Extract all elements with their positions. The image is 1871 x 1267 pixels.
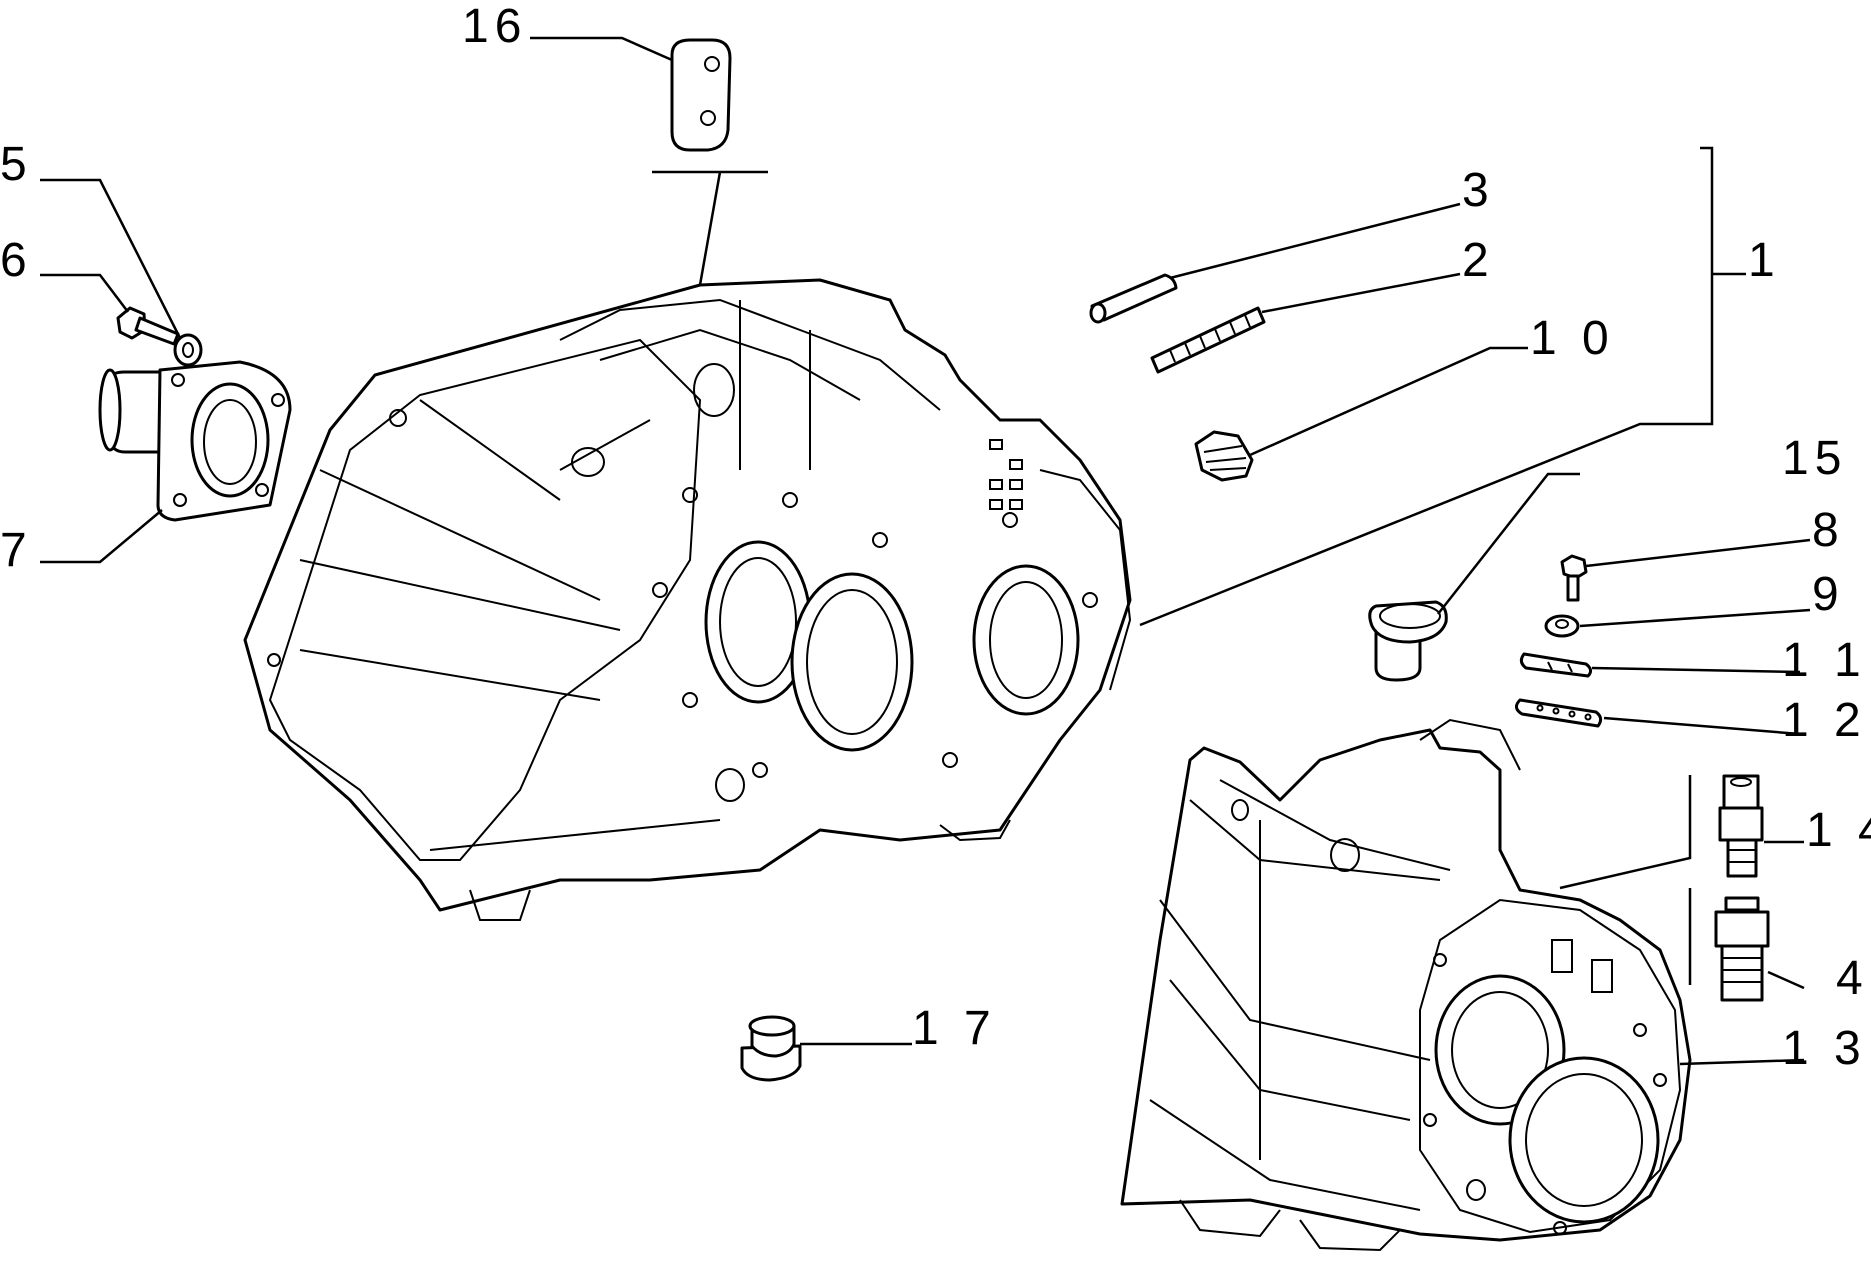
part-16-bracket (670, 38, 732, 152)
part-5-washer (173, 333, 203, 367)
callout-17: 1 7 (912, 1002, 997, 1055)
part-11-clip (1519, 652, 1593, 678)
callout-1: 1 (1748, 234, 1781, 287)
callout-2: 2 (1462, 234, 1495, 287)
part-8-small-bolt (1560, 554, 1588, 602)
part-14-switch (1718, 774, 1764, 878)
part-4-plug (1714, 896, 1770, 1002)
callout-14: 1 4 (1806, 804, 1871, 857)
part-2-stud (1150, 306, 1266, 374)
part-12-clip (1515, 698, 1603, 728)
part-6-bolt (116, 306, 180, 346)
part-9-washer (1544, 614, 1580, 638)
part-15-cap (1368, 600, 1448, 682)
part-17-plug (740, 1015, 802, 1082)
callout-15: 15 (1782, 432, 1847, 485)
callout-16: 16 (462, 0, 527, 53)
callout-3: 3 (1462, 164, 1495, 217)
part-7-bearing-guide (98, 360, 292, 522)
callout-7: 7 (0, 524, 33, 577)
callout-6: 6 (0, 234, 33, 287)
part-10-plug (1194, 430, 1254, 482)
part-3-pin (1089, 273, 1178, 324)
callout-10: 1 0 (1530, 312, 1615, 365)
callout-8: 8 (1812, 504, 1845, 557)
callout-11: 1 1 (1782, 634, 1867, 687)
callout-13: 1 3 (1782, 1022, 1867, 1075)
part-13-rear-housing (1120, 718, 1692, 1252)
callout-12: 1 2 (1782, 694, 1867, 747)
clutch-housing (243, 278, 1132, 921)
callout-5: 5 (0, 138, 33, 191)
callout-4: 4 (1836, 952, 1869, 1005)
callout-9: 9 (1812, 568, 1845, 621)
callout-labels: 16 5 6 7 3 2 1 1 0 15 8 9 1 1 1 2 1 4 4 … (0, 0, 1871, 1075)
leader-lines (40, 36, 1811, 1066)
